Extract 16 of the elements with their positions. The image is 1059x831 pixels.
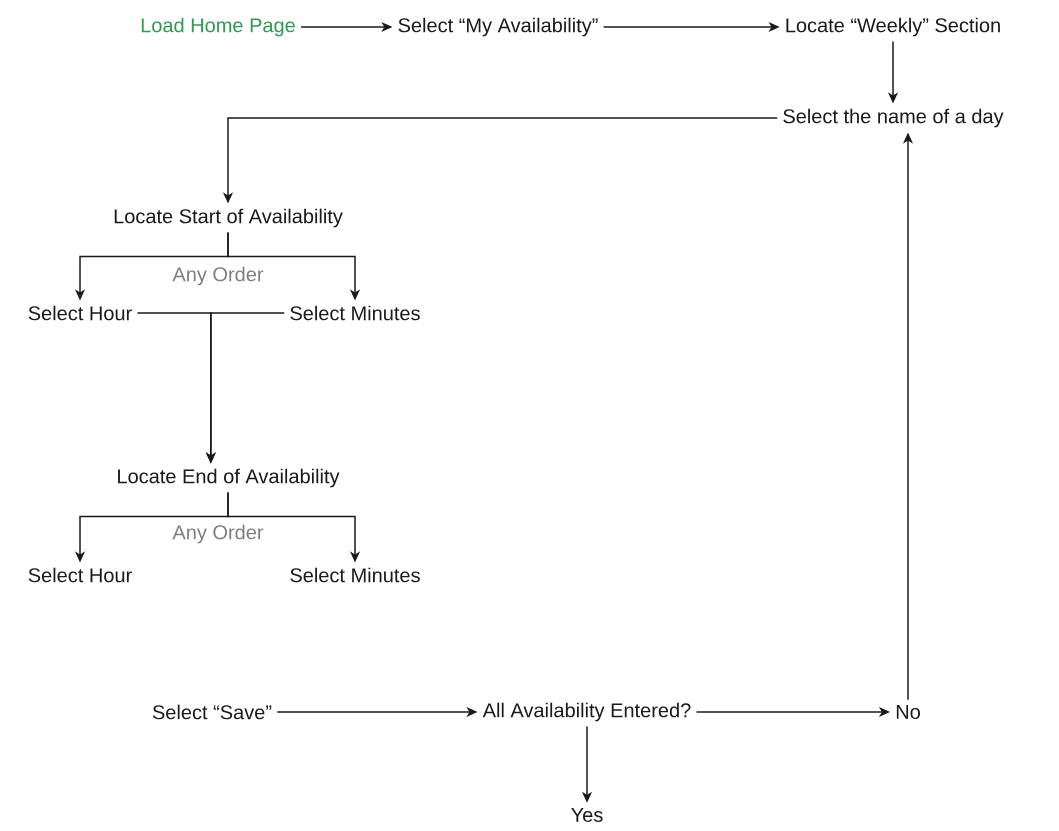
step-text: Select “My Availability” bbox=[398, 17, 598, 37]
step-text: Select Hour bbox=[28, 567, 132, 583]
step-text: Locate “Weekly” Section bbox=[786, 17, 1000, 37]
step-text: Select Hour bbox=[28, 305, 132, 321]
step-text: No bbox=[896, 705, 920, 719]
step-text: Locate End of Availability bbox=[118, 468, 340, 488]
step-text: Select Minutes bbox=[290, 567, 420, 583]
step-text: All Availability Entered? bbox=[482, 702, 691, 722]
note-text: Any Order bbox=[172, 266, 264, 286]
note-text: Any Order bbox=[172, 524, 264, 544]
step-text: Select “Save” bbox=[152, 704, 272, 720]
step-text: Select the name of a day bbox=[783, 108, 1004, 128]
step-text: Locate Start of Availability bbox=[114, 208, 343, 228]
step-text: Select Minutes bbox=[290, 305, 420, 321]
step-text: Load Home Page bbox=[141, 17, 295, 37]
step-text: Yes bbox=[571, 808, 603, 822]
